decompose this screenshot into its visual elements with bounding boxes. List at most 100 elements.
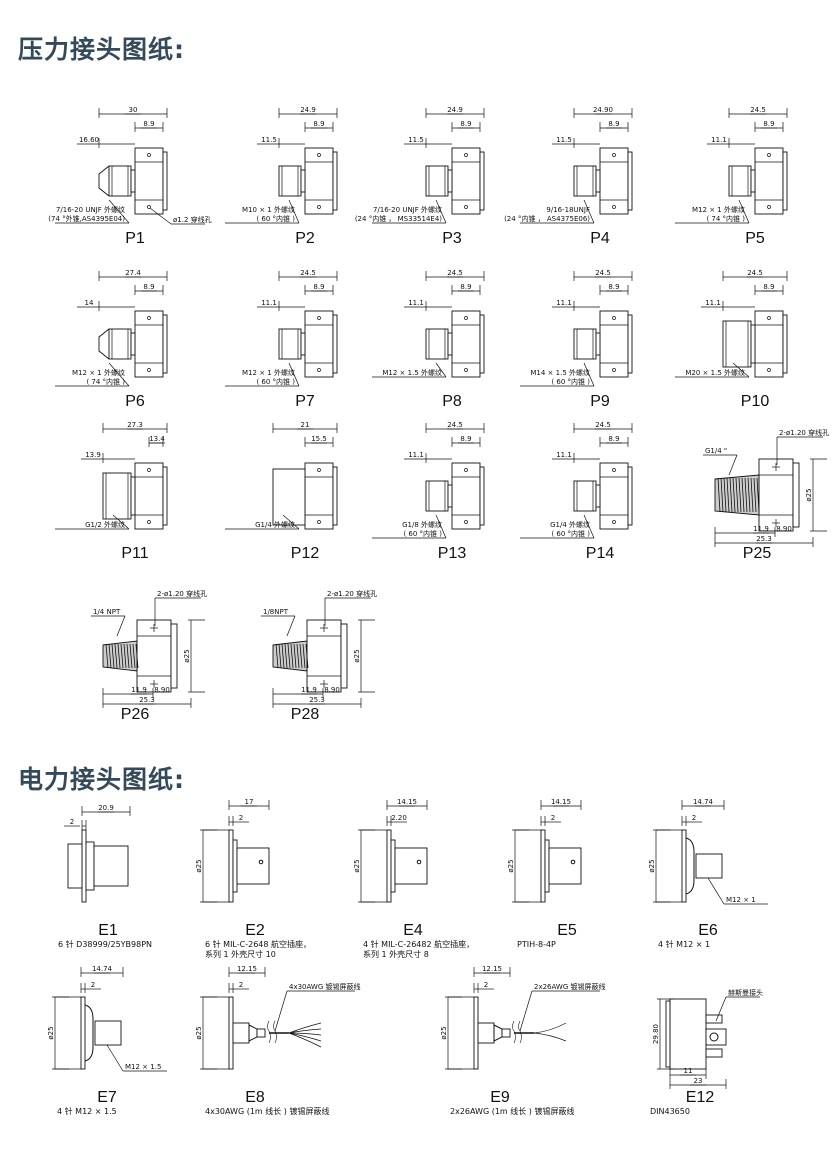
hole-note: 2-ø1.20 穿线孔 — [779, 428, 829, 437]
wire-hole — [612, 205, 616, 209]
wire-hole — [464, 153, 468, 157]
diameter-label: ø25 — [507, 859, 515, 872]
drawing-label: E5 — [557, 922, 577, 939]
dimension-label: 11.1 — [408, 451, 424, 459]
drawing-label: E2 — [245, 922, 265, 939]
wire — [288, 1028, 322, 1034]
thread-line — [735, 477, 739, 513]
wire-hole — [612, 468, 616, 472]
neck — [130, 169, 136, 193]
thread-line — [284, 643, 288, 669]
drawing-label: E9 — [490, 1089, 510, 1106]
hex-body — [451, 147, 481, 215]
dimension-label: 16.60 — [79, 136, 99, 144]
hole-note: 2-ø1.20 穿线孔 — [157, 589, 207, 598]
thread-line — [117, 643, 121, 669]
back-plate — [782, 151, 788, 211]
diameter-label: ø25 — [47, 1026, 55, 1039]
drawing-label: P3 — [442, 230, 462, 247]
wire-hole — [767, 368, 771, 372]
drawing-label: E4 — [403, 922, 423, 939]
dimension-label: 24.5 — [750, 106, 766, 114]
leader-line — [435, 199, 447, 224]
diameter-label: 29.80 — [652, 1024, 660, 1044]
thread-line — [732, 477, 736, 513]
dimension-label: 8.9 — [313, 120, 324, 128]
wire-hole — [317, 368, 321, 372]
dimension-label: 8.9 — [460, 283, 471, 291]
flange — [386, 829, 392, 903]
dimension-label: 8.9 — [608, 435, 619, 443]
rear-collar — [67, 843, 83, 889]
thread-section — [272, 468, 306, 526]
shell — [93, 845, 129, 887]
wire-hole — [767, 316, 771, 320]
neck — [595, 484, 601, 508]
back-plate — [162, 466, 168, 526]
thread-note: 9/16-18UNJF — [546, 206, 590, 214]
wire-hole — [317, 316, 321, 320]
wire-hole — [147, 205, 151, 209]
diameter-label: ø25 — [353, 859, 361, 872]
cable-sleeve — [501, 1028, 511, 1038]
dimension-label: 13.9 — [85, 451, 101, 459]
shoulder — [685, 837, 695, 895]
thread-line — [744, 477, 748, 513]
thread-line — [723, 477, 727, 513]
dimension-label: 23 — [694, 1077, 703, 1085]
dimension-label: 25.3 — [309, 696, 325, 704]
neck — [130, 332, 136, 356]
dimension-label: 11.5 — [261, 136, 277, 144]
back-plate — [627, 466, 633, 526]
wire-hole — [464, 520, 468, 524]
dimension-label: 14.15 — [551, 798, 571, 806]
leader-line — [707, 877, 725, 905]
back-plate — [627, 314, 633, 374]
technical-drawing: 27.313.413.9G1/2 外螺纹 — [55, 421, 168, 530]
drawing-label: P5 — [745, 230, 765, 247]
drawing-label: P26 — [120, 706, 150, 723]
drawing-label: P14 — [585, 545, 615, 562]
thread-note: 7/16-20 UNJF 外螺纹 — [373, 205, 442, 214]
drawing-description: 4 针 M12 × 1.5 — [57, 1107, 117, 1116]
break-mark — [273, 1020, 277, 1044]
back-plate — [627, 151, 633, 211]
diameter-label: ø25 — [195, 1026, 203, 1039]
housing — [669, 998, 707, 1070]
hex-body — [134, 310, 164, 378]
thread-line — [111, 643, 115, 669]
dimension-label: 11.1 — [705, 299, 721, 307]
receptacle — [236, 847, 270, 885]
cable-sleeve — [256, 1028, 266, 1038]
dimension-label: 2.20 — [391, 814, 407, 822]
dimension-label: 11.1 — [556, 451, 572, 459]
diameter-label: ø25 — [353, 649, 361, 662]
dimension-label: 11.9 — [753, 525, 769, 533]
hex-body — [754, 310, 784, 378]
thread-note: G1/2 外螺纹 — [85, 520, 125, 529]
wire-hole — [464, 368, 468, 372]
dimension-label: 11 — [684, 1067, 693, 1075]
back-plate — [162, 151, 168, 211]
flange — [80, 996, 86, 1070]
pin — [705, 1014, 723, 1024]
thread-line — [756, 477, 760, 513]
thread-line — [741, 477, 745, 513]
thread-note: (74 °外锥,AS4395E04) — [48, 214, 125, 223]
dimension-label: 13.4 — [149, 435, 165, 443]
flange — [170, 623, 178, 689]
thread-line — [287, 643, 291, 669]
break-mark — [518, 1020, 522, 1044]
thread-note: ( 60 °内锥 ) — [551, 529, 590, 538]
thread-line — [299, 643, 303, 669]
dimension-label: 20.9 — [98, 804, 114, 812]
